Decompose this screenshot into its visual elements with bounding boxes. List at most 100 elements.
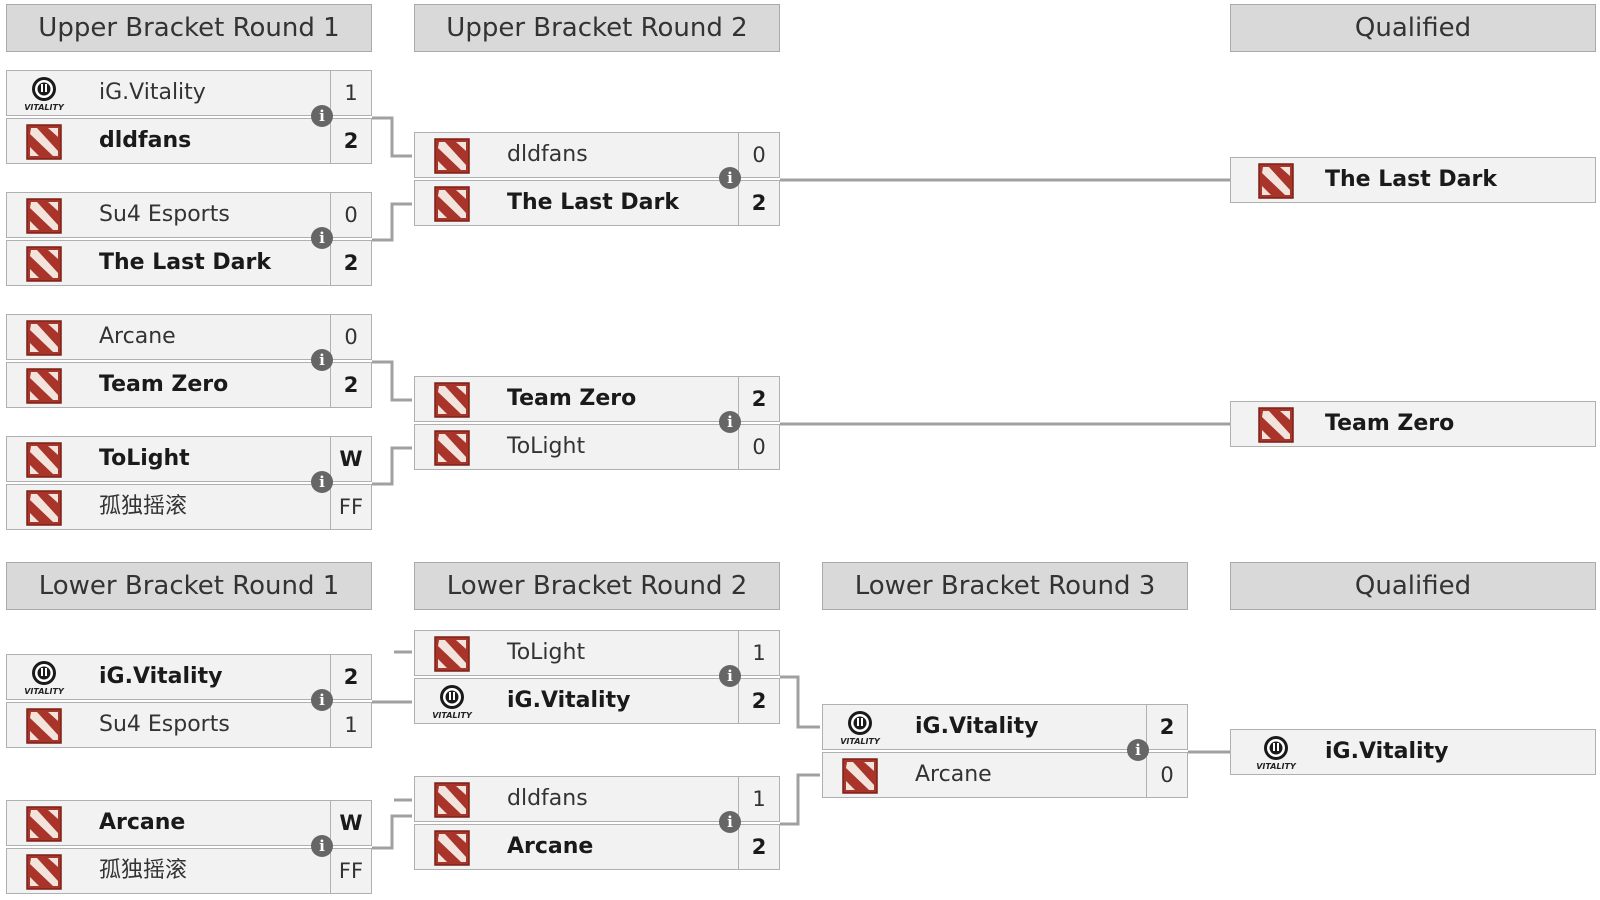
dota-icon bbox=[433, 429, 471, 467]
vitality-logo-text: VITALITY bbox=[840, 737, 880, 746]
dota-icon bbox=[25, 853, 63, 891]
header-lower-qualified: Qualified bbox=[1230, 562, 1596, 610]
team-name: ToLight bbox=[507, 434, 586, 459]
team-name: iG.Vitality bbox=[507, 688, 631, 713]
match-info-icon[interactable]: i bbox=[719, 665, 741, 687]
match-info-icon[interactable]: i bbox=[311, 227, 333, 249]
team-slot[interactable]: VITALITY iG.Vitality 2 bbox=[414, 678, 780, 724]
team-slot[interactable]: Team Zero 2 bbox=[6, 362, 372, 408]
team-score: 0 bbox=[330, 193, 371, 237]
team-slot[interactable]: Arcane 0 bbox=[822, 752, 1188, 798]
qualified-slot-upper-2[interactable]: Team Zero bbox=[1230, 401, 1596, 447]
team-slot[interactable]: ToLight 0 bbox=[414, 424, 780, 470]
dota-icon bbox=[25, 197, 63, 235]
vitality-logo-text: VITALITY bbox=[24, 103, 64, 112]
dota-icon bbox=[25, 319, 63, 357]
match-info-icon[interactable]: i bbox=[311, 471, 333, 493]
dota-icon bbox=[25, 245, 63, 283]
dota-icon bbox=[25, 707, 63, 745]
team-score: 1 bbox=[738, 631, 779, 675]
dota-icon bbox=[25, 367, 63, 405]
qualified-slot-upper-1[interactable]: The Last Dark bbox=[1230, 157, 1596, 203]
dota-icon bbox=[433, 137, 471, 175]
team-slot[interactable]: Arcane 0 bbox=[6, 314, 372, 360]
header-upper-qualified: Qualified bbox=[1230, 4, 1596, 52]
dota-icon bbox=[433, 381, 471, 419]
team-score: 2 bbox=[330, 119, 371, 163]
header-lower-round-1: Lower Bracket Round 1 bbox=[6, 562, 372, 610]
team-name: Arcane bbox=[99, 324, 176, 349]
dota-icon bbox=[433, 781, 471, 819]
team-name: The Last Dark bbox=[99, 250, 271, 275]
team-score: 2 bbox=[738, 825, 779, 869]
team-score: 2 bbox=[330, 363, 371, 407]
team-name: Team Zero bbox=[1325, 411, 1455, 436]
match-info-icon[interactable]: i bbox=[311, 105, 333, 127]
team-score: 1 bbox=[738, 777, 779, 821]
team-score: FF bbox=[330, 849, 371, 893]
team-slot[interactable]: dldfans 1 bbox=[414, 776, 780, 822]
header-lower-round-3: Lower Bracket Round 3 bbox=[822, 562, 1188, 610]
team-name: 孤独摇滚 bbox=[99, 494, 188, 519]
team-slot[interactable]: Arcane 2 bbox=[414, 824, 780, 870]
team-name: Arcane bbox=[915, 762, 992, 787]
team-name: Team Zero bbox=[507, 386, 637, 411]
team-name: ToLight bbox=[507, 640, 586, 665]
dota-icon bbox=[1257, 162, 1295, 200]
team-score: 2 bbox=[738, 679, 779, 723]
team-slot[interactable]: VITALITY iG.Vitality 2 bbox=[822, 704, 1188, 750]
team-slot[interactable]: Su4 Esports 1 bbox=[6, 702, 372, 748]
qualified-slot-lower-1[interactable]: VITALITY iG.Vitality bbox=[1230, 729, 1596, 775]
vitality-icon: VITALITY bbox=[1256, 734, 1296, 772]
vitality-logo-text: VITALITY bbox=[432, 711, 472, 720]
dota-icon bbox=[433, 635, 471, 673]
team-name: 孤独摇滚 bbox=[99, 858, 188, 883]
team-slot[interactable]: ToLight 1 bbox=[414, 630, 780, 676]
team-score: 2 bbox=[738, 377, 779, 421]
vitality-icon: VITALITY bbox=[432, 683, 472, 721]
team-score: 0 bbox=[1146, 753, 1187, 797]
team-score: 2 bbox=[1146, 705, 1187, 749]
vitality-logo-text: VITALITY bbox=[1256, 762, 1296, 771]
vitality-icon: VITALITY bbox=[840, 709, 880, 747]
match-info-icon[interactable]: i bbox=[719, 411, 741, 433]
vitality-icon: VITALITY bbox=[24, 75, 64, 113]
team-score: W bbox=[330, 437, 371, 481]
team-name: dldfans bbox=[507, 142, 588, 167]
team-name: Su4 Esports bbox=[99, 712, 230, 737]
team-name: iG.Vitality bbox=[915, 714, 1039, 739]
match-info-icon[interactable]: i bbox=[719, 167, 741, 189]
team-name: Arcane bbox=[99, 810, 186, 835]
team-name: Arcane bbox=[507, 834, 594, 859]
team-name: The Last Dark bbox=[1325, 167, 1497, 192]
team-score: 1 bbox=[330, 71, 371, 115]
team-name: dldfans bbox=[507, 786, 588, 811]
team-score: 0 bbox=[738, 425, 779, 469]
match-info-icon[interactable]: i bbox=[311, 689, 333, 711]
match-info-icon[interactable]: i bbox=[1127, 739, 1149, 761]
dota-icon bbox=[433, 185, 471, 223]
match-info-icon[interactable]: i bbox=[311, 349, 333, 371]
match-info-icon[interactable]: i bbox=[311, 835, 333, 857]
team-name: The Last Dark bbox=[507, 190, 679, 215]
dota-icon bbox=[25, 441, 63, 479]
team-score: 0 bbox=[330, 315, 371, 359]
match-info-icon[interactable]: i bbox=[719, 811, 741, 833]
team-name: iG.Vitality bbox=[1325, 739, 1449, 764]
team-slot[interactable]: 孤独摇滚 FF bbox=[6, 848, 372, 894]
team-name: Team Zero bbox=[99, 372, 229, 397]
dota-icon bbox=[433, 829, 471, 867]
team-slot[interactable]: Team Zero 2 bbox=[414, 376, 780, 422]
team-score: 1 bbox=[330, 703, 371, 747]
